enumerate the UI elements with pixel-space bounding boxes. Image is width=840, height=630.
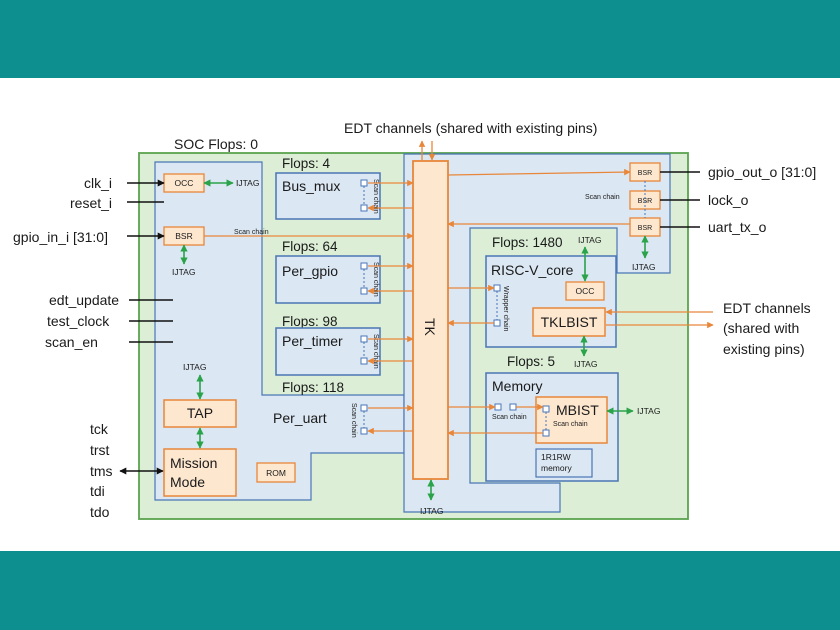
riscv-occ [565, 281, 605, 301]
riscv-occ-label: OCC [576, 286, 595, 296]
bsr-scan-chain-label: Scan chain [585, 194, 620, 201]
edt-right-line3: existing pins) [723, 341, 805, 357]
top-band [0, 0, 840, 78]
ijtag-riscv: IJTAG [578, 235, 601, 245]
ijtag-input-bsr: IJTAG [172, 267, 195, 277]
ijtag-clock-occ: IJTAG [236, 178, 259, 188]
uart-bsr-label: BSR [638, 225, 652, 232]
input-bsr-label: BSR [175, 231, 192, 241]
svg-text:Scan chain: Scan chain [553, 421, 588, 428]
ijtag-mbist: IJTAG [637, 406, 660, 416]
svg-text:Scan chain: Scan chain [350, 403, 357, 438]
riscv-flops: Flops: 1480 [492, 235, 563, 250]
tk-module [412, 160, 449, 480]
memory-label: Memory [492, 378, 543, 394]
tap-module [163, 399, 237, 428]
svg-text:Wrapper chain: Wrapper chain [502, 286, 509, 332]
per-gpio-scan-chain: Scan chain [360, 262, 379, 297]
scan-en-label: scan_en [45, 334, 98, 350]
edt-update-label: edt_update [49, 292, 119, 308]
bottom-band [0, 551, 840, 630]
rom-label: ROM [266, 468, 286, 478]
ijtag-bsr: IJTAG [632, 262, 655, 272]
tk-label: TK [422, 318, 438, 337]
reset-input-label: reset_i [70, 195, 112, 211]
test-clock-label: test_clock [47, 313, 110, 329]
input-bsr-scan-chain-label: Scan chain [234, 229, 269, 236]
mission-mode-label-line2: Mode [170, 474, 205, 490]
riscv-core-label: RISC-V_core [491, 262, 574, 278]
tdi-label: tdi [90, 483, 105, 499]
uart-tx-label: uart_tx_o [708, 219, 767, 235]
bus-mux-label: Bus_mux [282, 178, 340, 194]
clk-input-label: clk_i [84, 175, 112, 191]
per-uart-scan-chain: Scan chain [350, 403, 368, 438]
clock-occ-label: OCC [175, 178, 194, 188]
ijtag-tklbist: IJTAG [574, 359, 597, 369]
svg-text:Scan chain: Scan chain [372, 262, 379, 297]
trst-label: trst [90, 442, 110, 458]
tck-label: tck [90, 421, 109, 437]
lock-output-label: lock_o [708, 192, 749, 208]
svg-text:Scan chain: Scan chain [372, 179, 379, 214]
tklbist-label: TKLBIST [541, 314, 598, 330]
ram-block [535, 448, 593, 478]
ram-label-line2: memory [541, 463, 572, 473]
gpio-out-label: gpio_out_o [31:0] [708, 164, 816, 180]
tap-label: TAP [187, 405, 213, 421]
mission-mode-module [163, 448, 237, 497]
mission-mode-label-line1: Mission [170, 455, 217, 471]
per-timer-scan-chain: Scan chain [360, 334, 379, 369]
per-gpio-label: Per_gpio [282, 263, 338, 279]
per-uart-label: Per_uart [273, 410, 327, 426]
tklbist-module [532, 307, 606, 337]
per-timer-label: Per_timer [282, 333, 343, 349]
bus-mux-flops: Flops: 4 [282, 156, 331, 171]
ijtag-tap: IJTAG [183, 362, 206, 372]
ijtag-tk: IJTAG [420, 506, 443, 516]
tdo-label: tdo [90, 504, 110, 520]
svg-text:Scan chain: Scan chain [372, 334, 379, 369]
tms-label: tms [90, 463, 113, 479]
mbist-label: MBIST [556, 402, 599, 418]
per-gpio-flops: Flops: 64 [282, 239, 338, 254]
per-uart-flops: Flops: 118 [282, 380, 344, 395]
svg-text:Scan chain: Scan chain [492, 414, 527, 421]
per-timer-flops: Flops: 98 [282, 314, 338, 329]
edt-right-line2: (shared with [723, 320, 799, 336]
edt-top-label: EDT channels (shared with existing pins) [344, 120, 597, 136]
memory-flops: Flops: 5 [507, 354, 555, 369]
gpio-out-bsr-label: BSR [638, 170, 652, 177]
gpio-in-label: gpio_in_i [31:0] [13, 229, 108, 245]
ram-label-line1: 1R1RW [541, 452, 571, 462]
bus-mux-scan-chain: Scan chain [360, 179, 379, 214]
edt-right-line1: EDT channels [723, 300, 811, 316]
soc-label: SOC Flops: 0 [174, 136, 258, 152]
rom-module [256, 462, 296, 483]
